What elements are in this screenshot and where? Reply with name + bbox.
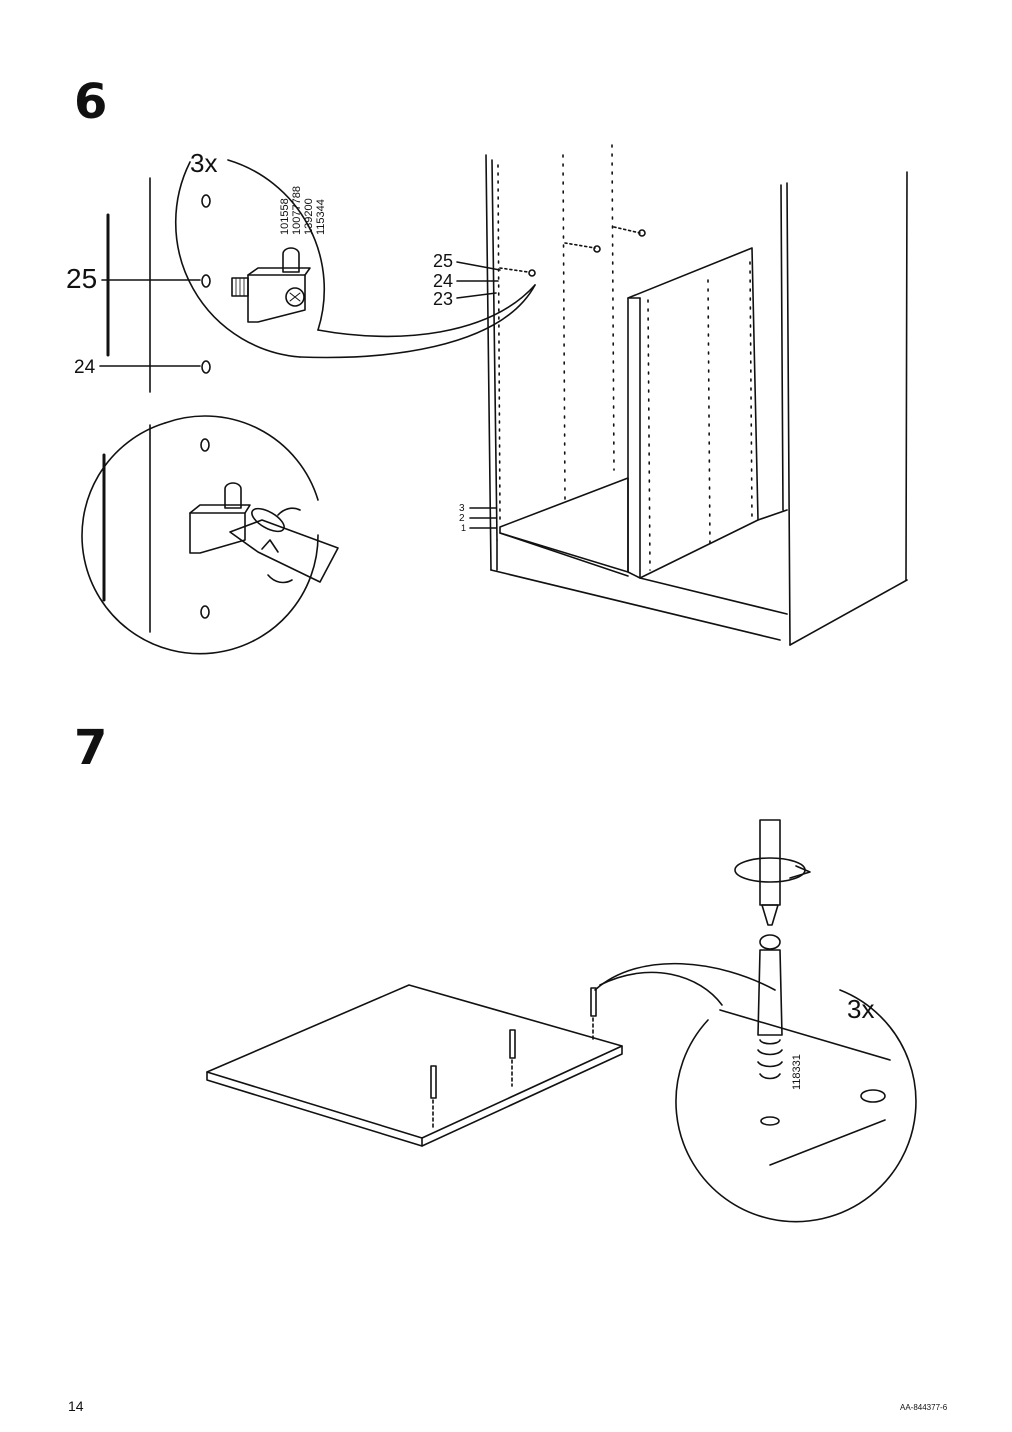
part-number-3: 139200 [303, 198, 315, 235]
part-number-1: 101558 [279, 198, 291, 235]
shelf-label-3: 3 [459, 503, 465, 514]
detail-label-24: 24 [74, 357, 96, 378]
cabinet-label-23: 23 [433, 289, 453, 309]
detail-circle-bracket [99, 159, 536, 393]
detail-circle-dowel [594, 819, 917, 1223]
page-number: 14 [68, 1398, 84, 1414]
document-id: AA-844377-6 [900, 1403, 948, 1412]
shelf-label-1: 1 [461, 523, 466, 533]
part-number-4: 115344 [315, 199, 327, 235]
step7-part-number: 118331 [791, 1054, 803, 1090]
step7-quantity: 3x [847, 994, 874, 1024]
cabinet-drawing [456, 144, 908, 646]
board-drawing [206, 984, 623, 1147]
step-number-6: 6 [74, 74, 108, 130]
cabinet-label-24: 24 [433, 271, 453, 291]
detail-circle-screwdriver [81, 415, 339, 655]
step6-quantity: 3x [190, 148, 217, 178]
cabinet-label-25: 25 [433, 251, 453, 271]
detail-label-25: 25 [66, 263, 97, 294]
shelf-label-2: 2 [459, 513, 465, 524]
part-number-2: 10077788 [291, 186, 303, 235]
step-number-7: 7 [74, 720, 108, 776]
